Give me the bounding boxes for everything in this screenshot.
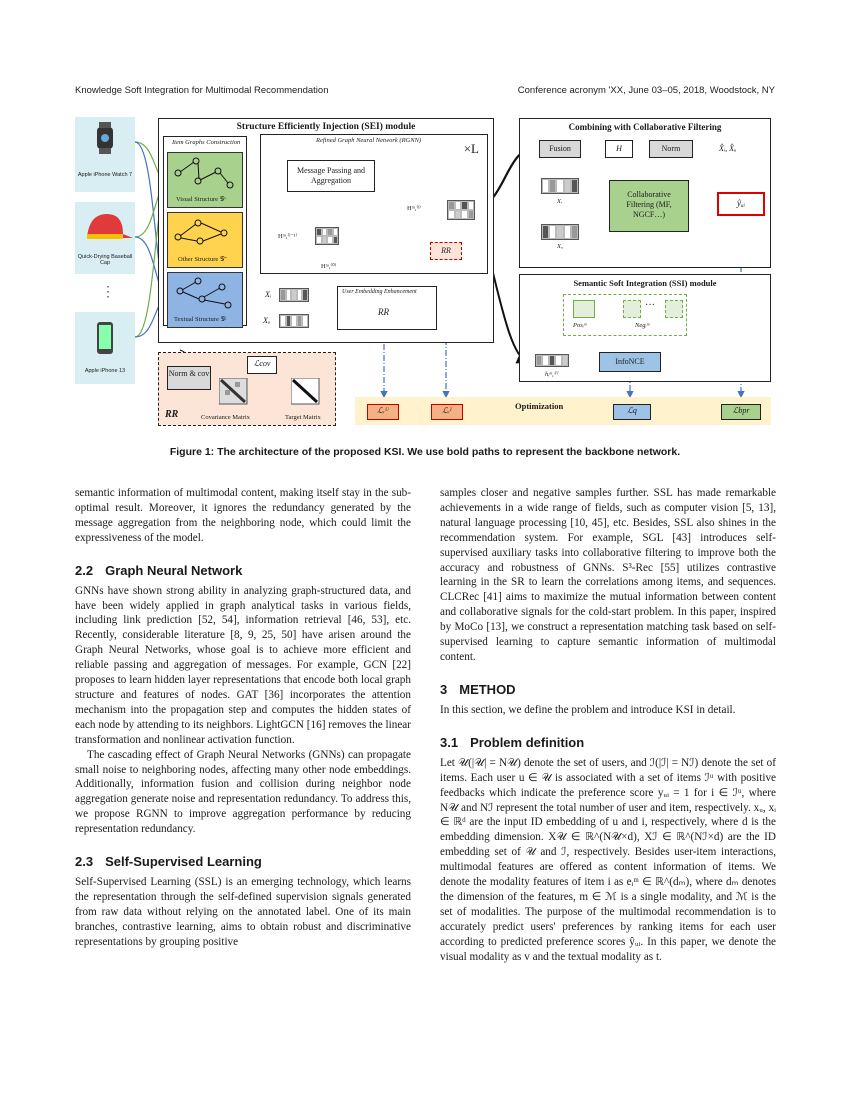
user-emb-label: User Embedding Enhancement xyxy=(342,289,417,295)
target-matrix-graphic xyxy=(291,378,320,405)
xu-label: Xᵤ xyxy=(263,316,271,325)
norm-cov-box: Norm & cov xyxy=(167,366,211,390)
pos-sample xyxy=(573,300,595,318)
neg-sample-1 xyxy=(623,300,641,318)
optimization-bar: Optimization xyxy=(355,397,771,425)
loss-q: ℒq xyxy=(613,404,651,420)
neg-sample-2 xyxy=(665,300,683,318)
yhat-box: ŷᵤᵢ xyxy=(717,192,765,216)
rr-user-label: RR xyxy=(378,307,389,317)
paragraph-gnn-2: The cascading effect of Graph Neural Net… xyxy=(75,748,411,836)
cf-xu-label: Xᵤ xyxy=(557,243,563,250)
neg-label: Negᵢᵐ xyxy=(635,322,650,329)
product-label-iphone: Apple iPhone 13 xyxy=(84,368,126,374)
architecture-figure: Apple iPhone Watch 7 Quick-Drying Baseba… xyxy=(75,112,775,430)
cf-box: Collaborative Filtering (MF, NGCF…) xyxy=(609,180,689,232)
paragraph-ssl-1: Self-Supervised Learning (SSL) is an eme… xyxy=(75,876,411,948)
h-l-minus-1-label: Hᵐ,⁽ˡ⁻¹⁾ xyxy=(278,233,298,240)
cf-xu-matrix xyxy=(541,224,579,240)
product-card-iphone: Apple iPhone 13 xyxy=(75,312,135,384)
textual-structure-label: Textual Structure 𝒢ᵗ xyxy=(174,316,227,323)
hi-matrix xyxy=(535,354,569,367)
target-matrix-label: Target Matrix xyxy=(285,414,321,421)
h-box: H xyxy=(605,140,633,158)
product-card-cap: Quick-Drying Baseball Cap xyxy=(75,202,135,274)
sei-title: Structure Efficiently Injection (SEI) mo… xyxy=(236,122,416,132)
h-l-matrix xyxy=(447,200,475,220)
loss-rr-item: ℒᵣᴵ xyxy=(431,404,463,420)
figure-caption: Figure 1: The architecture of the propos… xyxy=(169,446,681,458)
ssi-title: Semantic Soft Integration (SSI) module xyxy=(573,278,717,288)
cf-title: Combining with Collaborative Filtering xyxy=(568,122,722,132)
xi-matrix xyxy=(279,288,309,302)
pos-label: Posᵢᵐ xyxy=(573,322,587,329)
left-column: semantic information of multimodal conte… xyxy=(75,486,411,950)
rr-node-rgnn: RR xyxy=(430,242,462,260)
paragraph-gnn-1: GNNs have shown strong ability in analyz… xyxy=(75,584,411,746)
loss-bpr: ℒbpr xyxy=(721,404,761,420)
optimization-label: Optimization xyxy=(515,401,564,411)
cf-xi-matrix xyxy=(541,178,579,194)
layer-count: ×L xyxy=(463,141,479,156)
running-head-conference: Conference acronym 'XX, June 03–05, 2018… xyxy=(517,85,775,96)
textual-structure-graph: Textual Structure 𝒢ᵗ xyxy=(167,272,243,328)
visual-structure-label: Visual Structure 𝒢ᵛ xyxy=(176,196,227,203)
other-structure-label: Other Structure 𝒢⁻ xyxy=(178,256,227,263)
paragraph-problem-def: Let 𝒰(|𝒰| = N𝒰) denote the set of users,… xyxy=(440,756,776,963)
paragraph-ssl-cont: samples closer and negative samples furt… xyxy=(440,487,776,663)
paragraph-intro-cont: semantic information of multimodal conte… xyxy=(75,487,411,544)
xu-matrix xyxy=(279,314,309,328)
hi-label: hᵢᵐ,⁽ˡ⁾ xyxy=(545,371,558,378)
covariance-matrix-label: Covariance Matrix xyxy=(201,414,250,421)
paragraph-method-intro: In this section, we define the problem a… xyxy=(440,703,736,716)
h-l-label: Hᵐ,⁽ˡ⁾ xyxy=(407,205,421,212)
xi-label: Xᵢ xyxy=(265,290,272,299)
other-structure-graph: Other Structure 𝒢⁻ xyxy=(167,212,243,268)
message-passing-box: Message Passing and Aggregation xyxy=(287,160,375,192)
covariance-matrix-graphic xyxy=(219,378,248,405)
cf-xi-label: Xᵢ xyxy=(557,198,562,205)
right-column: samples closer and negative samples furt… xyxy=(440,486,776,964)
fusion-box: Fusion xyxy=(539,140,581,158)
product-label-watch: Apple iPhone Watch 7 xyxy=(77,172,133,178)
lcov-box: ℒcov xyxy=(247,356,277,374)
h-l-minus-1-matrix xyxy=(315,227,339,245)
rgnn-label: Refined Graph Neural Network (RGNN) xyxy=(316,137,422,144)
loss-rr-user: ℒᵣᵁ xyxy=(367,404,399,420)
norm-box: Norm xyxy=(649,140,693,158)
h-0-label: Hᵐ,⁽⁰⁾ xyxy=(321,263,337,270)
visual-structure-graph: Visual Structure 𝒢ᵛ xyxy=(167,152,243,208)
item-graphs-label: Item Graphs Construction xyxy=(172,139,241,146)
product-ellipsis: ⋮ xyxy=(101,285,115,300)
running-head-title: Knowledge Soft Integration for Multimoda… xyxy=(75,85,329,96)
product-label-cap: Quick-Drying Baseball Cap xyxy=(77,254,133,267)
rr-detail-label: RR xyxy=(165,409,179,420)
user-embedding-box: User Embedding Enhancement RR xyxy=(337,286,437,330)
xhat-label: X̂ᵢ, X̂ᵤ xyxy=(719,144,737,153)
neg-dots: ··· xyxy=(645,300,655,311)
product-card-watch: Apple iPhone Watch 7 xyxy=(75,117,135,192)
infonce-box: InfoNCE xyxy=(599,352,661,372)
